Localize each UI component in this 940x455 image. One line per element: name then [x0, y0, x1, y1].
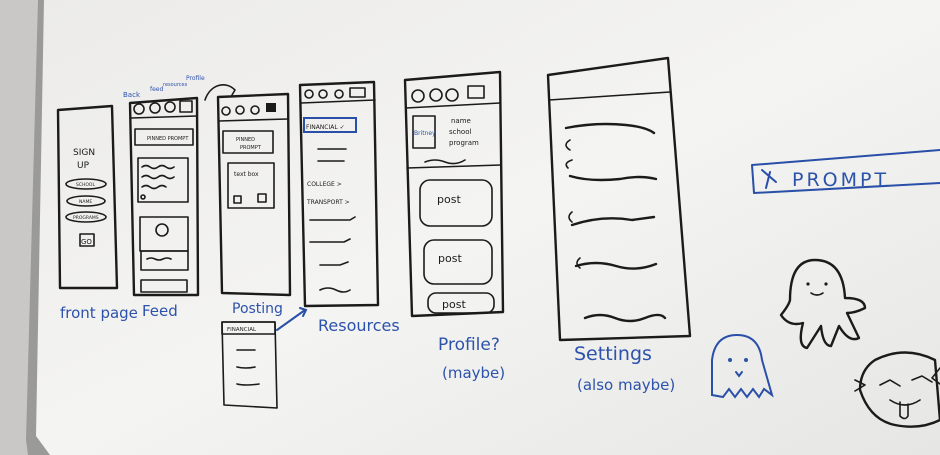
- go-button: GO: [81, 238, 92, 246]
- annotation-profile: Profile: [186, 75, 205, 82]
- prompt-sign: PROMPT: [751, 149, 940, 194]
- ghost-doodle-black: [779, 258, 867, 350]
- annotation-feed: feed: [150, 86, 163, 93]
- caption-front-page: front page: [60, 304, 138, 322]
- name-field: NAME: [79, 199, 92, 205]
- post-card: post: [442, 298, 466, 311]
- prompt-label: PROMPT: [792, 169, 889, 191]
- profile-school: school: [449, 128, 471, 136]
- whiteboard-surface: [36, 0, 940, 455]
- pinned-prompt-1: PINNED: [236, 137, 255, 143]
- ghost-doodle-boo: [854, 351, 940, 428]
- resource-transport: TRANSPORT >: [306, 199, 350, 206]
- resource-college: COLLEGE >: [307, 181, 342, 188]
- ghost-doodle-blue: [711, 333, 774, 399]
- signup-title-2: UP: [77, 161, 90, 171]
- caption-feed: Feed: [142, 302, 178, 320]
- caption-settings: Settings: [574, 343, 652, 365]
- avatar: Britney: [414, 130, 436, 137]
- pinned-prompt: PINNED PROMPT: [147, 136, 189, 142]
- caption-profile: Profile?: [438, 335, 500, 355]
- caption-settings-maybe: (also maybe): [577, 376, 675, 394]
- caption-profile-maybe: (maybe): [442, 364, 505, 382]
- annotation-resources: resources: [163, 82, 188, 88]
- post-card: post: [437, 193, 461, 206]
- text-box: text box: [234, 171, 259, 178]
- caption-resources: Resources: [318, 316, 400, 335]
- resource-financial: FINANCIAL ✓: [306, 124, 345, 131]
- profile-program: program: [449, 139, 479, 147]
- programs-field: PROGRAMS: [73, 215, 99, 221]
- post-card: post: [438, 252, 462, 265]
- resources-wireframe: FINANCIAL ✓ COLLEGE > TRANSPORT > Resour…: [298, 80, 400, 335]
- profile-wireframe: Britney name school program post post po…: [403, 70, 505, 382]
- pushpin-icon: [761, 169, 777, 189]
- profile-name: name: [451, 117, 471, 125]
- posting-wireframe: PINNED PROMPT text box Posting FINANCIAL: [216, 92, 308, 409]
- annotation-back: Back: [123, 91, 141, 99]
- dropdown-financial: FINANCIAL: [227, 327, 257, 333]
- feed-wireframe: Back feed resources Profile PINNED PROMP…: [123, 75, 236, 320]
- signup-title: SIGN: [73, 148, 95, 158]
- pinned-prompt-2: PROMPT: [240, 145, 262, 151]
- settings-wireframe: Settings (also maybe): [546, 56, 692, 394]
- front-page-wireframe: SIGN UP SCHOOL NAME PROGRAMS GO front pa…: [56, 104, 138, 322]
- caption-posting: Posting: [232, 301, 283, 317]
- school-field: SCHOOL: [76, 182, 95, 188]
